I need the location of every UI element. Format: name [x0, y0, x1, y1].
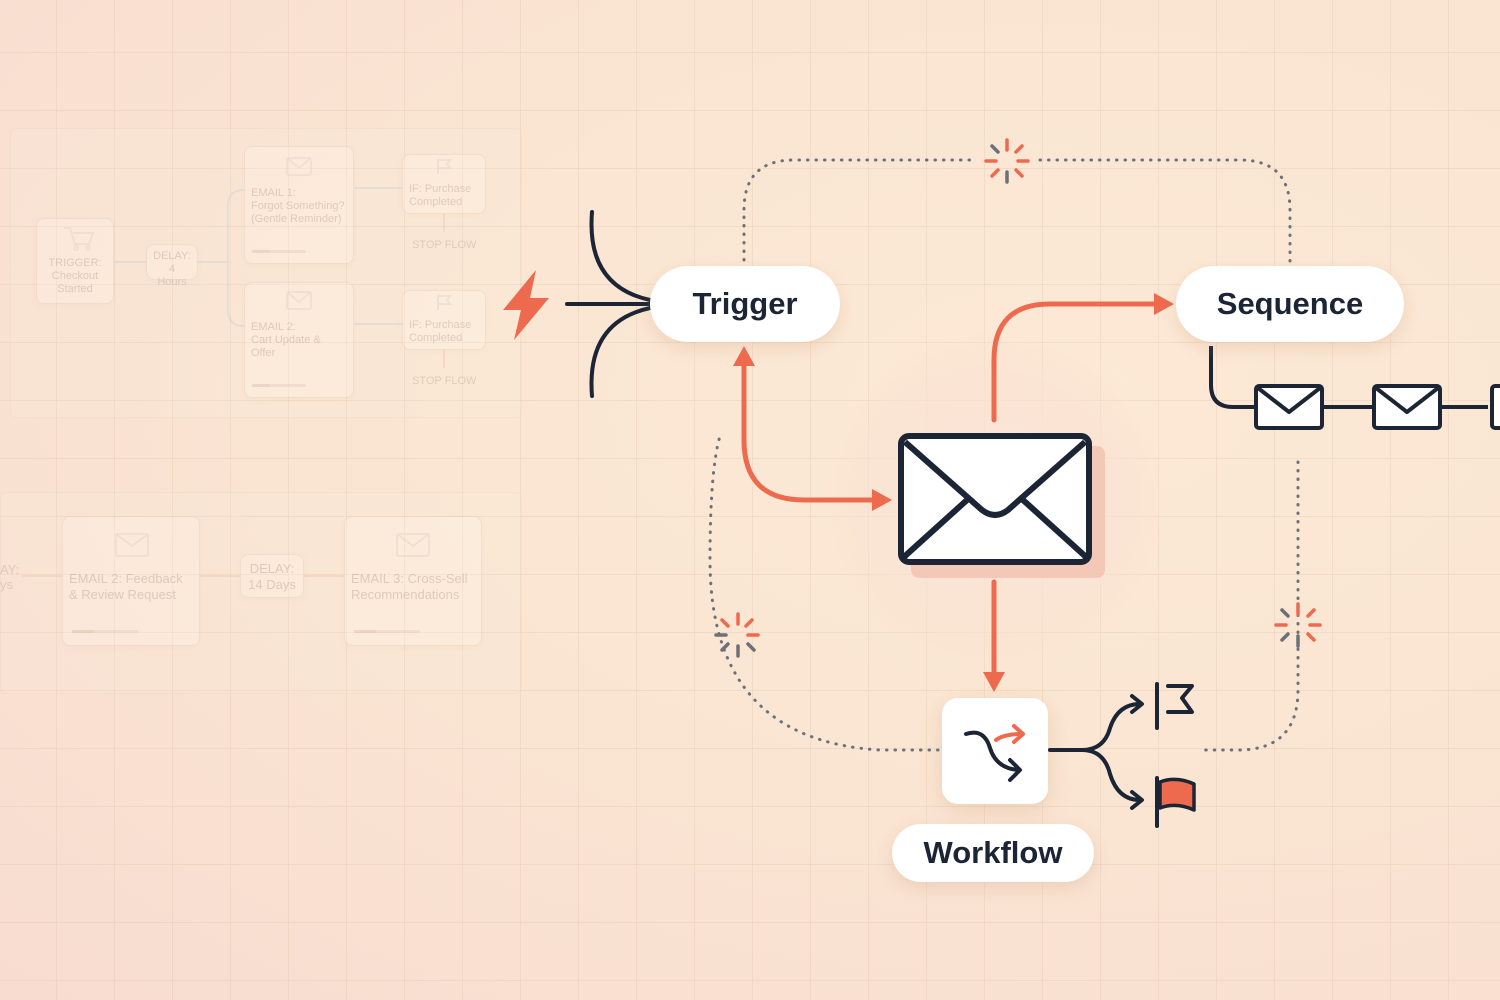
- dotted-loop-top-left: [742, 158, 977, 262]
- arrowhead-right-sequence: [1154, 293, 1174, 315]
- ghost-feedback-bar-fill: [72, 630, 94, 633]
- workflow-label: Workflow: [923, 835, 1063, 870]
- ghost-delay-card: DELAY:4 Hours: [146, 244, 198, 288]
- ghost-cross-sell-bar: [354, 630, 420, 633]
- ghost-cross-sell-bar-fill: [354, 630, 376, 633]
- workflow-box[interactable]: [942, 698, 1048, 804]
- ghost-stop-2: STOP FLOW: [412, 375, 477, 387]
- dotted-loop-right: [1198, 460, 1300, 752]
- sparkle-left: [714, 612, 760, 658]
- ghost-feedback-bar: [72, 630, 138, 633]
- dotted-loop-top-right: [1038, 158, 1292, 264]
- arrowhead-up-trigger: [733, 346, 755, 366]
- ghost-panel-bottom: [0, 492, 522, 694]
- sequence-chain: [1209, 346, 1500, 430]
- connector-envelope-sequence: [991, 301, 1165, 423]
- ghost-delay-2-card: DELAY:14 Days: [240, 554, 304, 598]
- ghost-stop-1: STOP FLOW: [412, 239, 477, 251]
- sparkle-right: [1274, 602, 1322, 648]
- arrowhead-right-envelope: [872, 489, 892, 511]
- workflow-node[interactable]: Workflow: [892, 824, 1094, 882]
- trigger-label: Trigger: [692, 286, 798, 321]
- ghost-email-feedback-card: EMAIL 2: Feedback& Review Request: [62, 516, 200, 646]
- trigger-inputs: [565, 210, 652, 398]
- ghost-panel-top: [10, 128, 522, 418]
- ghost-email-1-bar-fill: [252, 250, 270, 253]
- trigger-node[interactable]: Trigger: [650, 266, 840, 342]
- arrowhead-down-workflow: [983, 672, 1005, 692]
- lightning-bolt-icon: [503, 270, 549, 340]
- ghost-email-2-bar-fill: [252, 384, 270, 387]
- ghost-delay-partial: AY:ys: [0, 562, 20, 592]
- ghost-email-2-card: EMAIL 2:Cart Update &Offer: [244, 282, 354, 398]
- sequence-node[interactable]: Sequence: [1176, 266, 1404, 342]
- ghost-email-1-card: EMAIL 1:Forgot Something?(Gentle Reminde…: [244, 146, 354, 264]
- sequence-label: Sequence: [1216, 286, 1364, 321]
- connector-trigger-envelope: [741, 353, 883, 503]
- flag-outline-icon: [1155, 682, 1194, 730]
- workflow-branches: [1048, 694, 1144, 810]
- branch-arrows-icon: [964, 724, 1025, 782]
- dotted-loop-left: [708, 434, 940, 752]
- ghost-email-1-bar: [252, 250, 306, 253]
- sparkle-top: [984, 138, 1030, 184]
- flag-filled-icon: [1155, 776, 1196, 828]
- envelope-icon: [898, 433, 1105, 578]
- ghost-email-2-bar: [252, 384, 306, 387]
